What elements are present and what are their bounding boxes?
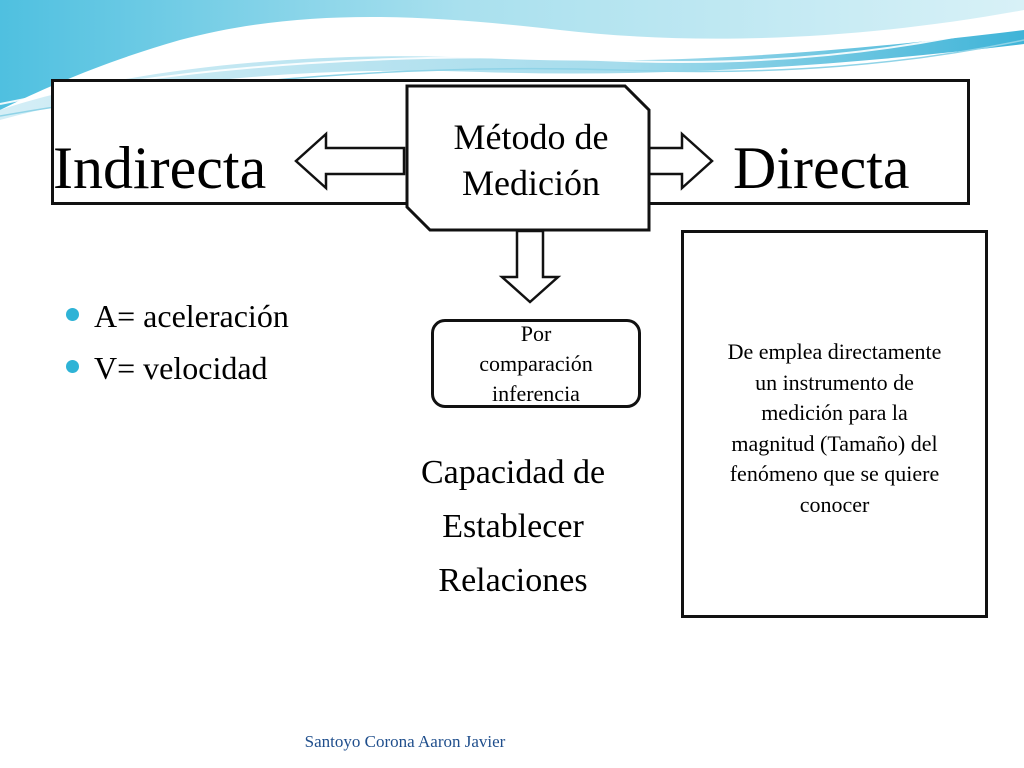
capacidad-line: Capacidad de (420, 454, 606, 491)
por-line: comparación (479, 350, 593, 376)
variable-list: A= aceleración V= velocidad (64, 290, 289, 394)
down-arrow (498, 229, 562, 304)
bullet-text: A= aceleración (94, 298, 289, 334)
wave-top (0, 0, 1024, 110)
directa-label: Directa (733, 135, 910, 201)
list-item: A= aceleración (64, 290, 289, 342)
bullet-dot-icon (66, 308, 79, 321)
description-line: un instrumento de (755, 369, 914, 395)
por-comparacion-box: Por comparación inferencia (431, 319, 641, 408)
footer-author: Santoyo Corona Aaron Javier (304, 732, 506, 751)
capacidad-line: Establecer (442, 508, 584, 545)
por-line: Por (520, 320, 552, 346)
metodo-de-medicion: Método de Medición (420, 114, 642, 206)
description-line: medición para la (761, 400, 908, 425)
list-item: V= velocidad (64, 342, 289, 394)
bullet-text: V= velocidad (94, 350, 268, 386)
description-line: magnitud (Tamaño) del (731, 430, 938, 456)
indirecta-label: Indirecta (53, 135, 267, 201)
wave-band (0, 30, 1024, 120)
por-line: inferencia (492, 380, 580, 406)
method-line: Medición (462, 163, 600, 203)
wave-line-1 (0, 21, 1024, 105)
bullet-dot-icon (66, 360, 79, 373)
description-line: De emplea directamente (727, 339, 942, 364)
capacidad-line: Relaciones (438, 562, 588, 599)
capacidad-text: Capacidad de Establecer Relaciones (393, 446, 633, 608)
description-box: De emplea directamente un instrumento de… (681, 230, 988, 618)
method-line: Método de (453, 117, 609, 157)
description-line: conocer (799, 491, 870, 517)
description-line: fenómeno que se quiere (729, 461, 940, 486)
